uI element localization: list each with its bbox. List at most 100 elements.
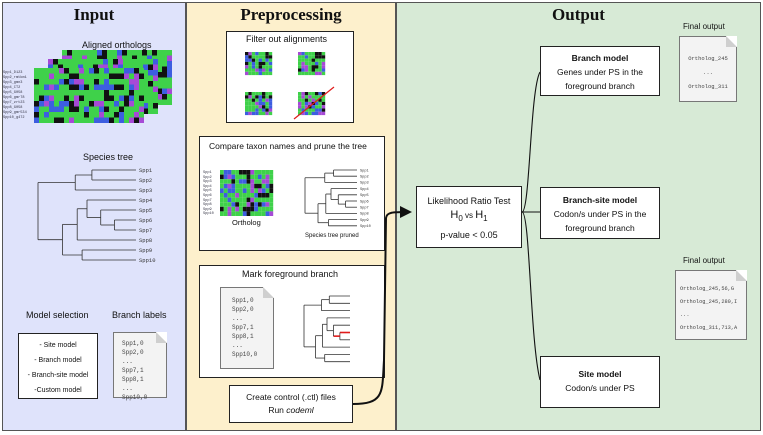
foreground-marked-tree [303, 295, 350, 363]
msa-cell [62, 50, 67, 56]
msa-cell [104, 95, 109, 101]
msa-cell [54, 73, 59, 79]
msa-cell [119, 106, 124, 112]
mini-msa-cell [268, 61, 273, 66]
run-codeml-line: Run codeml [268, 405, 314, 415]
mini-msa-cell [315, 55, 319, 59]
msa-cell [54, 79, 59, 85]
ortholog-msa-cell [239, 183, 243, 189]
msa-cell [117, 50, 122, 56]
mini-msa-cell [311, 52, 315, 56]
codeml-to-lrt-arrow [352, 206, 412, 405]
ortholog-msa-cell [220, 183, 224, 189]
msa-cell [59, 90, 64, 96]
msa-cell [153, 92, 158, 98]
msa-cell [104, 106, 109, 112]
species-label: Spp8_G058 [3, 106, 23, 110]
msa-cell [147, 50, 152, 56]
mini-msa-cell [308, 55, 312, 59]
ortholog-msa-cell [239, 193, 243, 198]
msa-cell [34, 84, 39, 90]
msa-cell [77, 55, 82, 61]
msa-cell [119, 95, 124, 101]
mini-msa-cell [304, 92, 309, 96]
ortholog-msa-cell [246, 202, 251, 207]
mini-msa-cell [308, 52, 312, 56]
mini-msa-cell [318, 68, 322, 72]
msa-cell [114, 106, 119, 112]
msa-cell [167, 99, 172, 105]
msa-cell [89, 90, 94, 96]
ortholog-msa-cell [250, 170, 255, 175]
ortholog-msa-cell [246, 174, 251, 180]
likelihood-ratio-test-box: Likelihood Ratio Test H0 vs H1 p-value <… [416, 186, 522, 248]
ortholog-msa-cell [223, 188, 228, 193]
ortholog-msa-cell [242, 211, 247, 216]
mini-msa-cell [262, 105, 266, 109]
msa-cell [68, 59, 73, 65]
ortholog-msa-cell [250, 211, 255, 216]
ortholog-msa-cell [261, 170, 266, 175]
msa-cell [139, 84, 144, 90]
msa-cell [74, 117, 79, 123]
ortholog-msa-cell [223, 179, 228, 184]
msa-cell [122, 55, 127, 61]
msa-cell [39, 106, 44, 112]
msa-cell [69, 79, 74, 85]
msa-cell [162, 77, 167, 83]
msa-cell [89, 84, 94, 90]
branch-site-desc-1: Codon/s under PS in the [553, 209, 647, 219]
msa-cell [77, 50, 82, 56]
msa-cell [64, 68, 69, 74]
msa-cell [104, 112, 109, 118]
control-files-box: Create control (.ctl) files Run codeml [229, 385, 353, 423]
msa-cell [113, 59, 118, 65]
mini-msa-cell [251, 101, 256, 106]
final-output-label-2: Final output [683, 256, 725, 265]
msa-cell [148, 97, 153, 103]
mini-msa-cell [311, 68, 315, 72]
mini-msa-cell [308, 58, 312, 62]
mini-msa-cell [251, 105, 256, 109]
mini-msa-cell [311, 55, 315, 59]
mini-msa-cell [265, 108, 269, 112]
mini-msa-cell [321, 101, 326, 106]
msa-cell [109, 95, 114, 101]
msa-cell [133, 64, 138, 70]
msa-cell [94, 106, 99, 112]
mini-msa-cell [321, 111, 326, 116]
species-tree-pruned-caption: Species tree pruned [305, 233, 359, 239]
tree-leaf-label: Spp7 [360, 206, 369, 210]
msa-cell [69, 101, 74, 107]
msa-cell [84, 112, 89, 118]
msa-cell [124, 79, 129, 85]
msa-cell [54, 84, 59, 90]
ortholog-msa-cell [223, 206, 228, 212]
mini-msa-cell [318, 95, 322, 99]
msa-cell [69, 73, 74, 79]
ortholog-msa-cell [269, 170, 274, 175]
ortholog-msa-cell [231, 188, 236, 193]
ortholog-msa-cell [254, 179, 258, 184]
species-label: Spp9_gmr534 [3, 111, 27, 115]
msa-cell [34, 112, 39, 118]
branch-site-model-box: Branch-site model Codon/s under PS in th… [540, 187, 660, 239]
mini-msa-cell [315, 105, 319, 109]
filter-alignment-kept-3 [245, 92, 273, 116]
ortholog-msa-cell [258, 197, 262, 203]
msa-cell [89, 101, 94, 107]
ortholog-msa-cell [235, 211, 239, 216]
msa-cell [107, 50, 112, 56]
branch-label-line: Spp8,1 [122, 376, 144, 383]
msa-cell [119, 79, 124, 85]
mini-msa-cell [298, 68, 302, 72]
mini-msa-cell [321, 92, 326, 96]
ortholog-msa-cell [250, 183, 255, 189]
msa-cell [84, 90, 89, 96]
ortholog-msa-cell [220, 179, 224, 184]
ortholog-msa-cell [258, 202, 262, 207]
ortholog-species-label: Spp3 [203, 180, 212, 185]
mini-msa-cell [308, 101, 312, 106]
